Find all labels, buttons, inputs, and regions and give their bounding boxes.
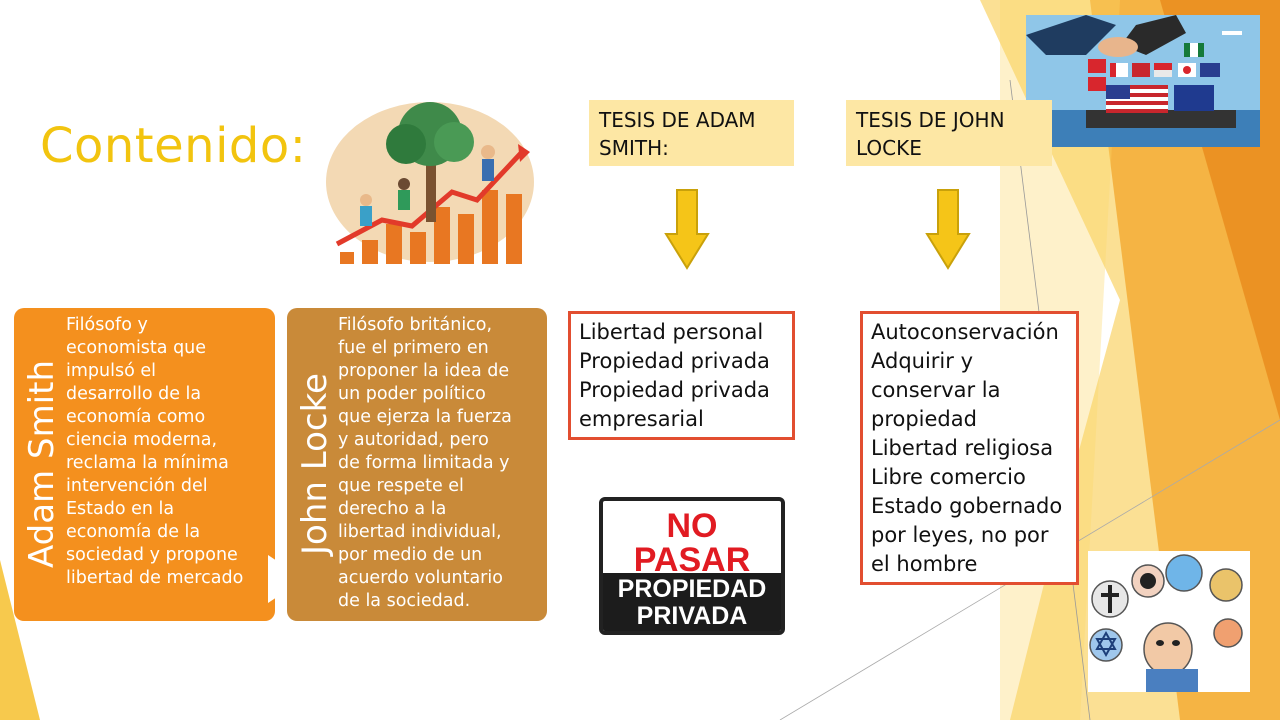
adam-smith-thesis-list: Libertad personal Propiedad privada Prop… <box>568 311 795 440</box>
no-pasar-sign: NO PASAR PROPIEDAD PRIVADA <box>599 497 785 635</box>
religious-symbols-illustration <box>1088 551 1250 692</box>
down-arrow-icon <box>664 189 710 270</box>
list-item: Propiedad privada <box>579 349 770 373</box>
list-item: Libertad personal <box>579 320 764 344</box>
trade-handshake-flags-image <box>1026 15 1260 147</box>
sign-line-3: PROPIEDAD <box>617 575 767 603</box>
john-locke-name: John Locke <box>295 373 335 555</box>
list-item: conservar la <box>871 378 1001 402</box>
sign-line-4: PRIVADA <box>636 602 748 630</box>
list-item: empresarial <box>579 407 704 431</box>
economic-growth-illustration <box>326 102 534 264</box>
list-item: Autoconservación <box>871 320 1059 344</box>
adam-smith-description: Filósofo y economista que impulsó el des… <box>66 315 244 588</box>
adam-smith-name: Adam Smith <box>22 359 62 569</box>
list-item: Propiedad privada <box>579 378 770 402</box>
adam-smith-card: Adam Smith Filósofo y economista que imp… <box>14 308 275 621</box>
chevron-right-icon <box>268 555 304 603</box>
list-item: propiedad <box>871 407 977 431</box>
sign-line-1: NO <box>666 507 718 545</box>
john-locke-thesis-label: TESIS DE JOHN LOCKE <box>846 100 1052 166</box>
list-item: Adquirir y <box>871 349 974 373</box>
page-title: Contenido: <box>40 118 307 174</box>
list-item: Libertad religiosa <box>871 436 1054 460</box>
list-item: el hombre <box>871 552 978 576</box>
down-arrow-icon <box>925 189 971 270</box>
adam-smith-thesis-label: TESIS DE ADAM SMITH: <box>589 100 794 166</box>
john-locke-thesis-list: Autoconservación Adquirir y conservar la… <box>860 311 1079 585</box>
sign-line-2: PASAR <box>633 541 751 579</box>
john-locke-card: John Locke Filósofo británico, fue el pr… <box>287 308 547 621</box>
list-item: Estado gobernado <box>871 494 1063 518</box>
john-locke-description: Filósofo británico, fue el primero en pr… <box>338 315 512 611</box>
list-item: Libre comercio <box>871 465 1026 489</box>
list-item: por leyes, no por <box>871 523 1049 547</box>
